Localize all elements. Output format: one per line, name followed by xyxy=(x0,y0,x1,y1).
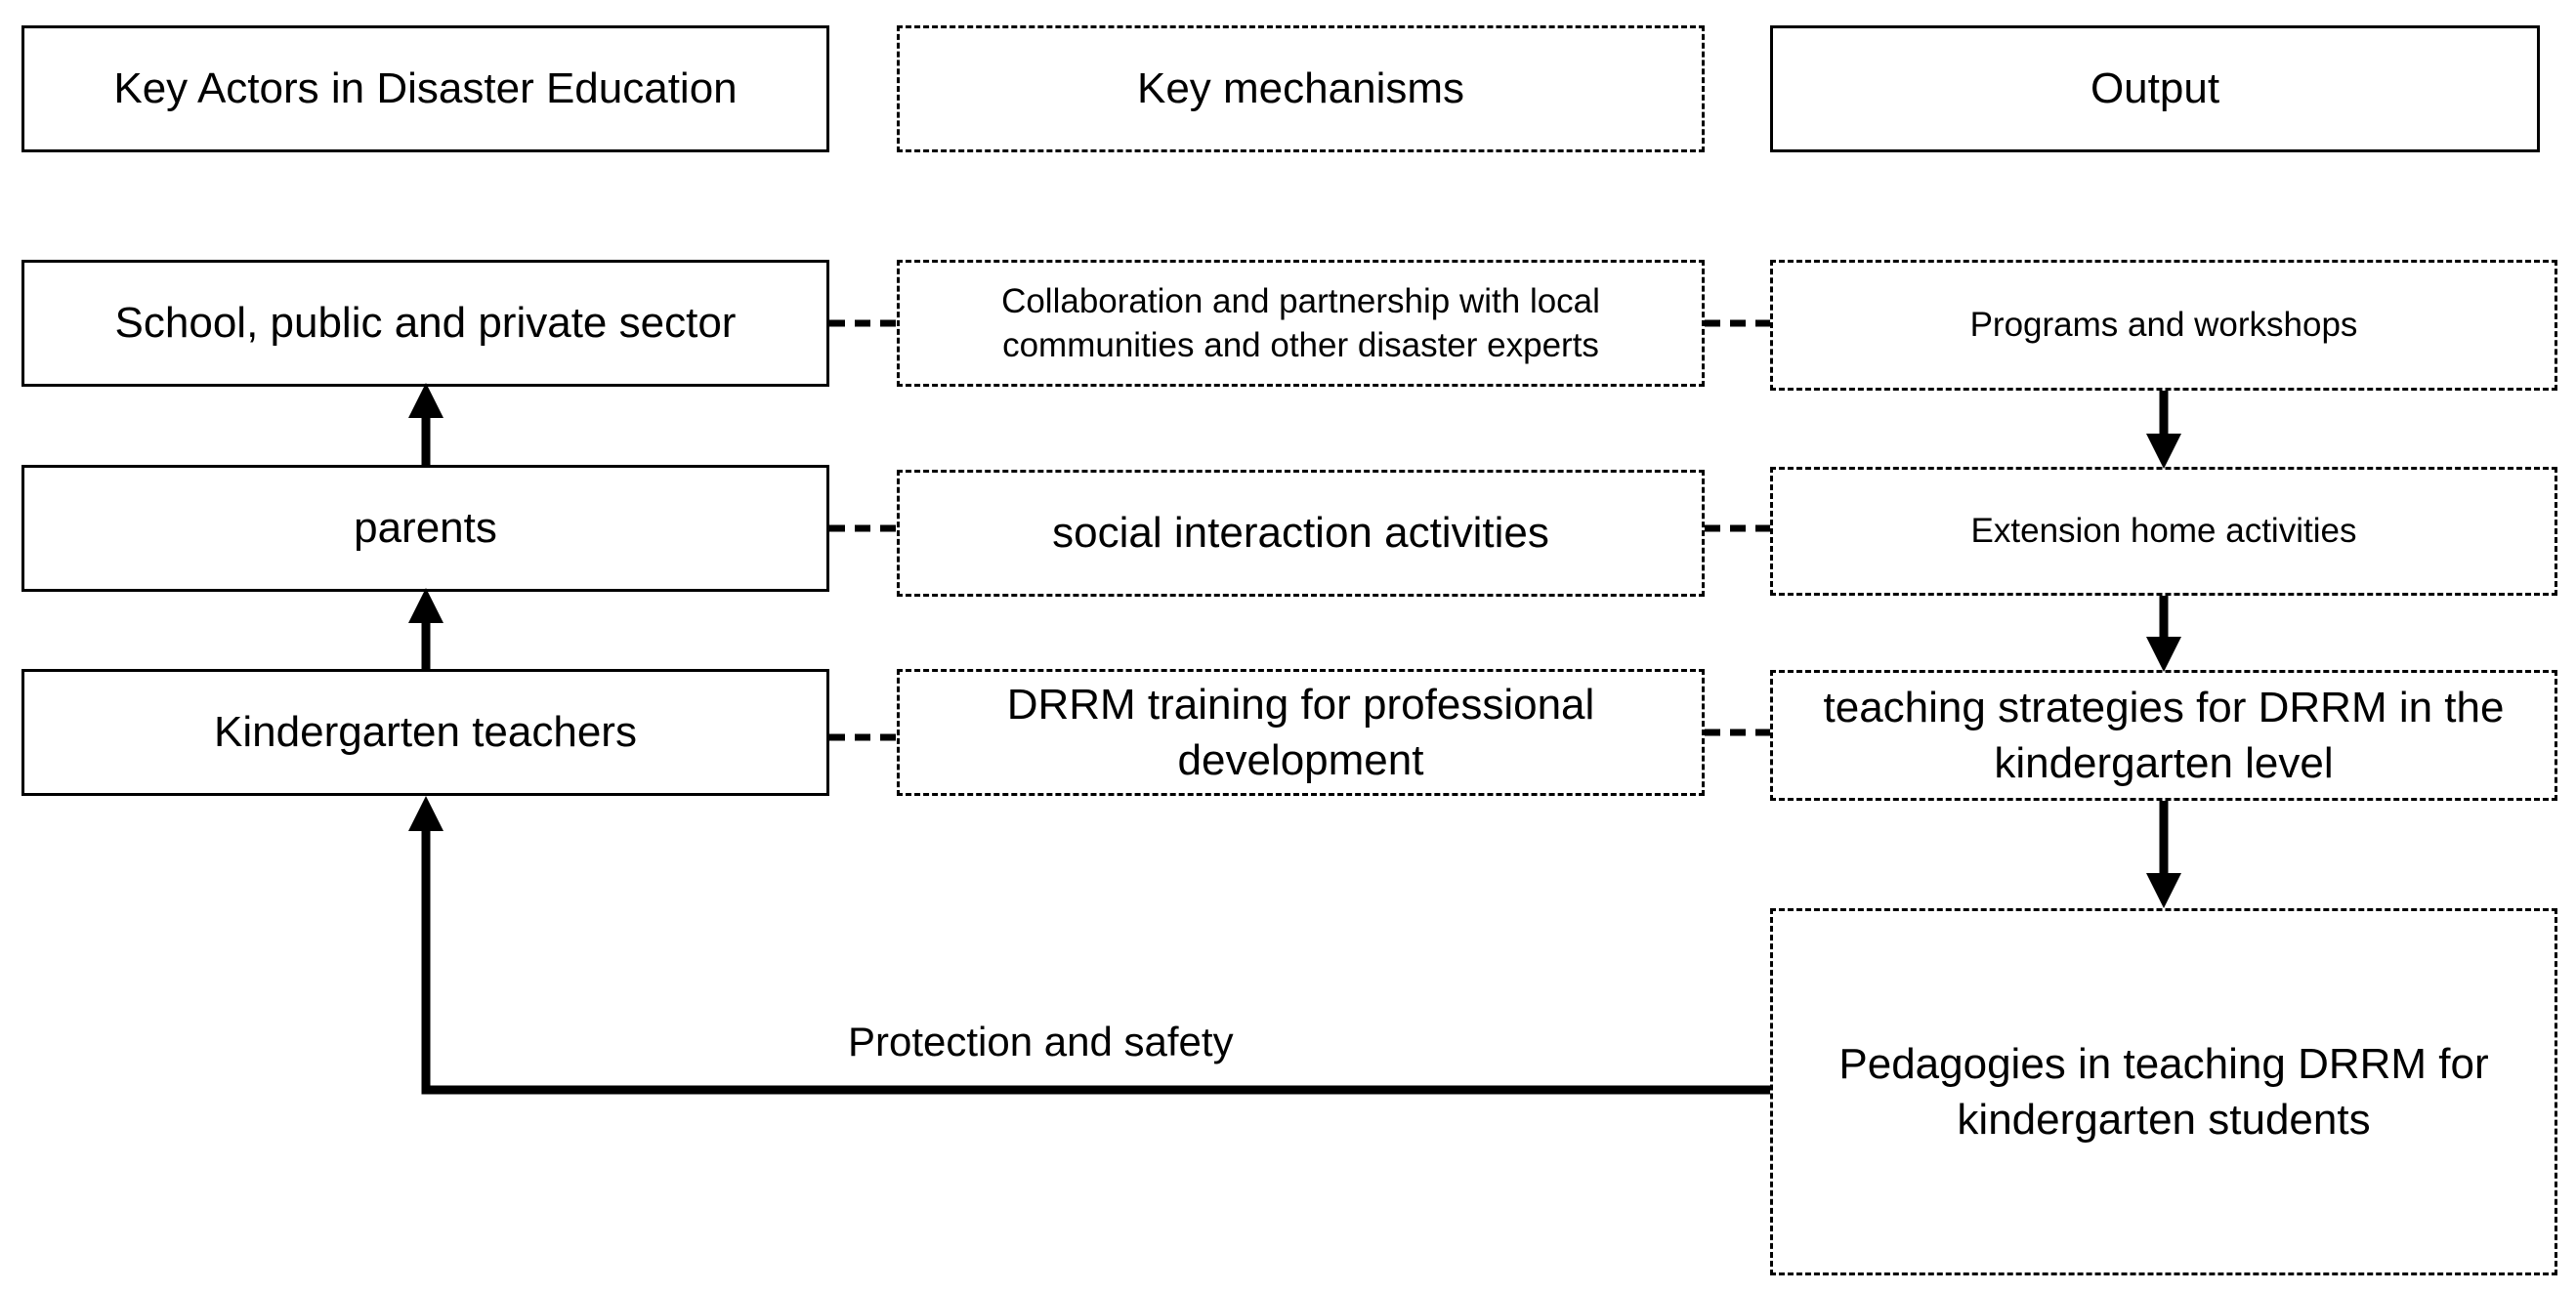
header-output-text: Output xyxy=(2090,64,2220,113)
mechanism-collaboration-box: Collaboration and partnership with local… xyxy=(897,260,1705,387)
actor-parents-text: parents xyxy=(354,504,497,553)
mechanism-training-text: DRRM training for professional developme… xyxy=(1006,680,1595,784)
output-extension-text: Extension home activities xyxy=(1970,512,2357,551)
output-programs-box: Programs and workshops xyxy=(1770,260,2557,391)
actor-sector-text: School, public and private sector xyxy=(114,299,737,348)
output-pedagogies-text: Pedagogies in teaching DRRM for kinderga… xyxy=(1838,1039,2489,1144)
actor-sector-box: School, public and private sector xyxy=(21,260,829,387)
feedback-label: Protection and safety xyxy=(848,1019,1234,1064)
header-output: Output xyxy=(1770,25,2540,152)
mechanism-training-box: DRRM training for professional developme… xyxy=(897,669,1705,796)
mechanism-social-text: social interaction activities xyxy=(1052,509,1549,558)
output-extension-box: Extension home activities xyxy=(1770,467,2557,596)
header-key-actors-text: Key Actors in Disaster Education xyxy=(113,64,738,113)
mechanism-collaboration-text: Collaboration and partnership with local… xyxy=(1001,281,1600,365)
actor-teachers-text: Kindergarten teachers xyxy=(214,708,637,757)
header-key-actors: Key Actors in Disaster Education xyxy=(21,25,829,152)
output-strategies-text: teaching strategies for DRRM in the kind… xyxy=(1823,683,2505,787)
header-key-mechanisms: Key mechanisms xyxy=(897,25,1705,152)
output-programs-text: Programs and workshops xyxy=(1969,306,2358,345)
output-strategies-box: teaching strategies for DRRM in the kind… xyxy=(1770,670,2557,801)
output-pedagogies-box: Pedagogies in teaching DRRM for kinderga… xyxy=(1770,908,2557,1275)
mechanism-social-box: social interaction activities xyxy=(897,470,1705,597)
actor-teachers-box: Kindergarten teachers xyxy=(21,669,829,796)
actor-parents-box: parents xyxy=(21,465,829,592)
arrow-feedback-protection xyxy=(408,796,1770,1095)
header-key-mechanisms-text: Key mechanisms xyxy=(1136,64,1464,113)
